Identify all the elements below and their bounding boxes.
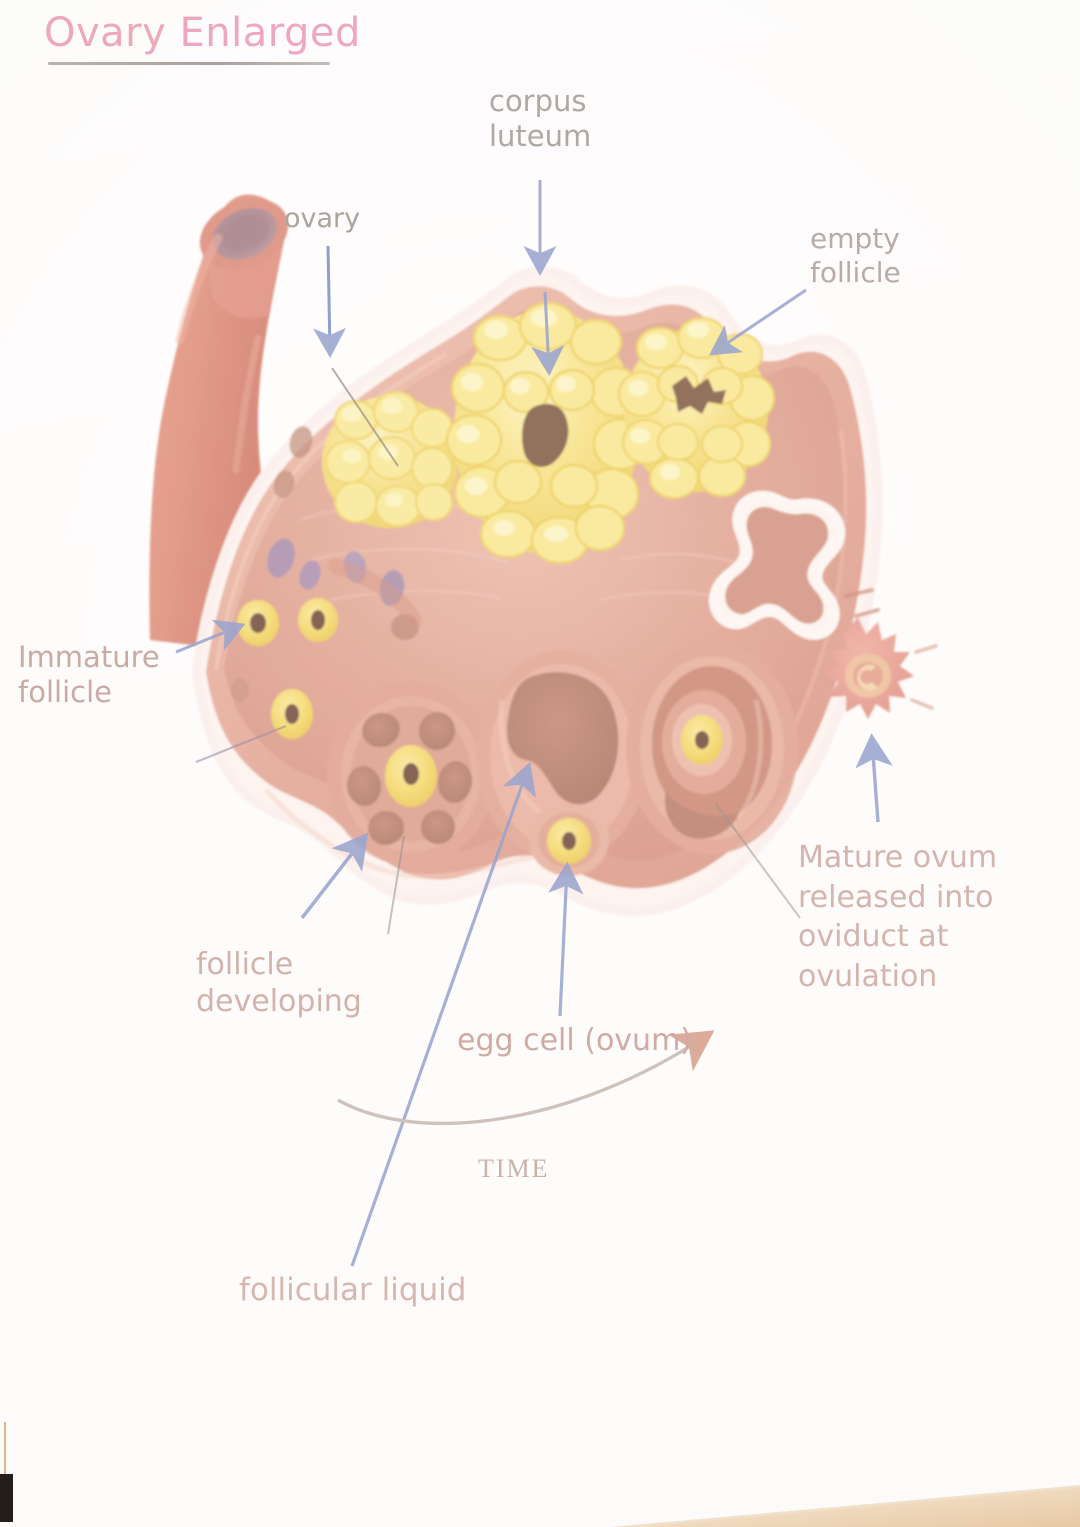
antral-follicle-with-liquid — [476, 650, 648, 876]
released-ovum — [824, 617, 938, 719]
immature-follicles-cluster — [237, 598, 338, 739]
title-underline — [48, 62, 330, 65]
corpus-luteum-small-left — [322, 390, 458, 528]
photo-edge-artifact — [0, 1474, 13, 1522]
page-title: Ovary Enlarged — [44, 10, 361, 56]
mature-graafian-follicle — [626, 642, 798, 854]
corpus-luteum-large — [445, 301, 648, 565]
page-edge-line — [4, 1422, 6, 1474]
empty-follicle-corpus — [617, 316, 776, 500]
developing-follicle-multivesicular — [327, 682, 495, 866]
ruptured-follicle — [709, 490, 880, 640]
